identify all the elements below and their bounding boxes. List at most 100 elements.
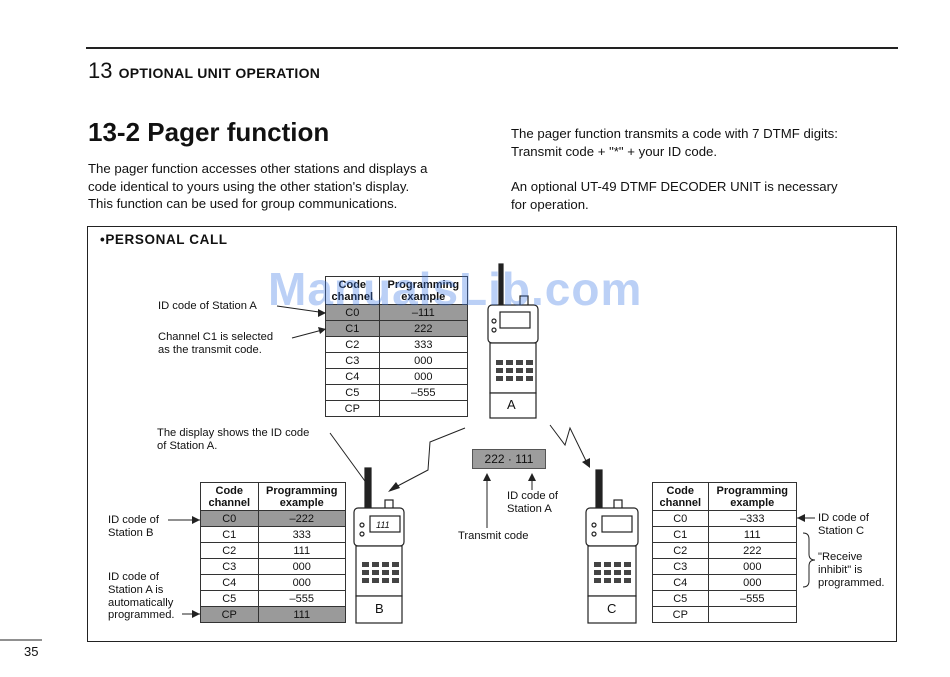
table-row: CP bbox=[325, 400, 469, 417]
label-auto-1: ID code of bbox=[108, 571, 159, 583]
cell: C2 bbox=[325, 336, 380, 353]
cell: 111 bbox=[257, 606, 346, 623]
label-display-shows-2: of Station A. bbox=[157, 440, 218, 452]
cell: 333 bbox=[257, 526, 346, 543]
cell: C1 bbox=[200, 526, 259, 543]
cell: –555 bbox=[707, 590, 798, 607]
cell: C1 bbox=[325, 320, 380, 337]
radio-b-label: B bbox=[375, 601, 384, 616]
chapter-heading: 13 OPTIONAL UNIT OPERATION bbox=[88, 58, 320, 84]
left-line-1: The pager function accesses other statio… bbox=[88, 161, 428, 176]
cell: C4 bbox=[325, 368, 380, 385]
cell: 333 bbox=[378, 336, 469, 353]
right-line-2: Transmit code + "*" + your ID code. bbox=[511, 143, 718, 159]
right-paragraph-1: The pager function transmits a code with… bbox=[511, 125, 838, 160]
cell: CP bbox=[200, 606, 259, 623]
cell: C3 bbox=[200, 558, 259, 575]
table-row: C5–555 bbox=[652, 590, 798, 607]
cell bbox=[707, 606, 798, 623]
radio-a-label: A bbox=[507, 397, 516, 412]
right-line-4: for operation. bbox=[511, 196, 589, 212]
label-id-code-of: ID code of bbox=[507, 490, 558, 502]
cell: 222 bbox=[378, 320, 469, 337]
label-transmit-code-note: as the transmit code. bbox=[158, 344, 262, 356]
right-paragraph-2: An optional UT-49 DTMF DECODER UNIT is n… bbox=[511, 178, 838, 213]
label-auto-3: automatically bbox=[108, 597, 174, 609]
table-c-header-prog: Programming example bbox=[707, 482, 798, 511]
table-row: C0–333 bbox=[652, 510, 798, 527]
cell: C5 bbox=[325, 384, 380, 401]
label-station-a: Station A bbox=[507, 503, 552, 515]
label-inhibit-3: programmed. bbox=[818, 577, 885, 589]
table-row: C5–555 bbox=[200, 590, 346, 607]
diagram-title: •PERSONAL CALL bbox=[100, 232, 228, 247]
left-paragraph: The pager function accesses other statio… bbox=[88, 160, 427, 213]
label-inhibit-2: inhibit" is bbox=[818, 564, 863, 576]
label-auto-2: Station A is bbox=[108, 584, 164, 596]
cell: 000 bbox=[707, 558, 798, 575]
cell: C3 bbox=[325, 352, 380, 369]
label-id-station-b-1: ID code of bbox=[108, 514, 159, 526]
cell: CP bbox=[652, 606, 709, 623]
label-id-station-b-2: Station B bbox=[108, 527, 154, 539]
label-channel-c1: Channel C1 is selected bbox=[158, 331, 274, 343]
cell: C0 bbox=[200, 510, 259, 527]
cell: C5 bbox=[652, 590, 709, 607]
label-id-station-c-2: Station C bbox=[818, 525, 865, 537]
cell: 000 bbox=[707, 574, 798, 591]
cell: 000 bbox=[378, 368, 469, 385]
left-line-2: code identical to yours using the other … bbox=[88, 178, 410, 194]
radio-c-label: C bbox=[607, 601, 617, 616]
cell: 000 bbox=[257, 558, 346, 575]
cell: C4 bbox=[652, 574, 709, 591]
chapter-number: 13 bbox=[88, 58, 113, 83]
cell: C5 bbox=[200, 590, 259, 607]
table-b-header-code: Code channel bbox=[200, 482, 259, 511]
cell: 111 bbox=[707, 526, 798, 543]
diagram-frame bbox=[87, 226, 897, 642]
cell: 111 bbox=[257, 542, 346, 559]
cell: C0 bbox=[325, 304, 380, 321]
table-row: C5–555 bbox=[325, 384, 469, 401]
cell: C4 bbox=[200, 574, 259, 591]
top-rule bbox=[86, 47, 898, 49]
chapter-title: OPTIONAL UNIT OPERATION bbox=[118, 65, 321, 81]
label-inhibit-1: "Receive bbox=[818, 551, 863, 563]
table-a-header-prog: Programming example bbox=[378, 276, 469, 305]
left-line-3: This function can be used for group comm… bbox=[88, 196, 398, 211]
watermark: ManualsLib.com bbox=[268, 263, 643, 315]
cell: C2 bbox=[652, 542, 709, 559]
cell: –555 bbox=[378, 384, 469, 401]
table-row: C0–222 bbox=[200, 510, 346, 527]
cell bbox=[378, 400, 469, 417]
table-b-header-prog: Programming example bbox=[257, 482, 346, 511]
cell: –222 bbox=[257, 510, 346, 527]
cell: 222 bbox=[707, 542, 798, 559]
cell: C2 bbox=[200, 542, 259, 559]
cell: C3 bbox=[652, 558, 709, 575]
right-line-3: An optional UT-49 DTMF DECODER UNIT is n… bbox=[511, 179, 838, 194]
cell: 000 bbox=[378, 352, 469, 369]
table-c-header-code: Code channel bbox=[652, 482, 709, 511]
section-title: 13-2 Pager function bbox=[88, 117, 330, 147]
cell: –333 bbox=[707, 510, 798, 527]
label-display-shows-1: The display shows the ID code bbox=[157, 427, 310, 439]
label-transmit-code: Transmit code bbox=[458, 530, 529, 542]
label-id-station-c-1: ID code of bbox=[818, 512, 869, 524]
label-auto-4: programmed. bbox=[108, 609, 175, 621]
